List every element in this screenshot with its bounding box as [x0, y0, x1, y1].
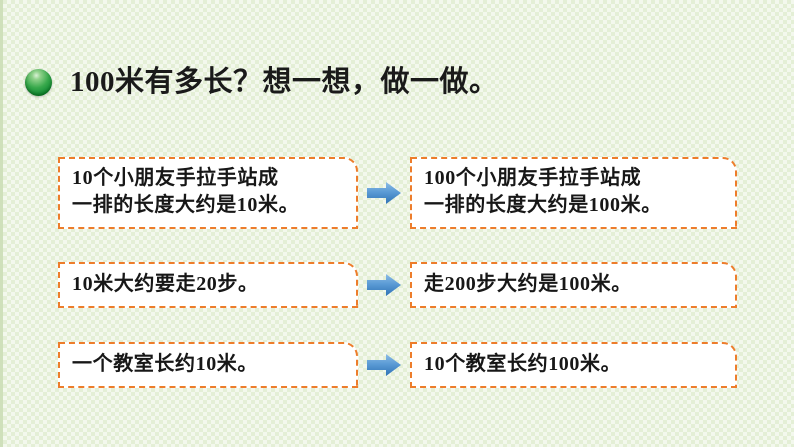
fact-box-right-3[interactable]: 10个教室长约100米。	[410, 342, 737, 388]
page-title-text: 100米有多长？想一想，做一做。	[70, 66, 499, 98]
right-arrow-icon	[367, 274, 401, 296]
arrow-slot-3	[358, 354, 410, 376]
fact-line: 一个教室长约10米。	[72, 352, 258, 375]
fact-line: 一排的长度大约是10米。	[72, 194, 300, 216]
fact-line: 10米大约要走20步。	[72, 272, 259, 295]
fact-box-left-3[interactable]: 一个教室长约10米。	[58, 342, 358, 388]
fact-box-left-1[interactable]: 10个小朋友手拉手站成 一排的长度大约是10米。	[58, 157, 358, 229]
arrow-slot-1	[358, 182, 410, 204]
fact-box-left-2[interactable]: 10米大约要走20步。	[58, 262, 358, 308]
fact-line: 走200步大约是100米。	[424, 272, 632, 295]
fact-row-1: 10个小朋友手拉手站成 一排的长度大约是10米。 100个小朋友手拉手站成 一排…	[58, 157, 737, 229]
right-arrow-icon	[367, 354, 401, 376]
fact-row-3: 一个教室长约10米。 10个教室长约100米。	[58, 342, 737, 388]
fact-row-2: 10米大约要走20步。 走200步大约是100米。	[58, 262, 737, 308]
arrow-slot-2	[358, 274, 410, 296]
right-arrow-icon	[367, 182, 401, 204]
fact-box-right-2[interactable]: 走200步大约是100米。	[410, 262, 737, 308]
fact-line: 10个教室长约100米。	[424, 352, 622, 375]
page-title: 100米有多长？想一想，做一做。	[25, 68, 499, 97]
green-sphere-bullet-icon	[25, 69, 52, 96]
fact-line: 100个小朋友手拉手站成	[424, 167, 642, 189]
fact-box-right-1[interactable]: 100个小朋友手拉手站成 一排的长度大约是100米。	[410, 157, 737, 229]
fact-line: 10个小朋友手拉手站成	[72, 167, 279, 189]
fact-line: 一排的长度大约是100米。	[424, 194, 662, 216]
